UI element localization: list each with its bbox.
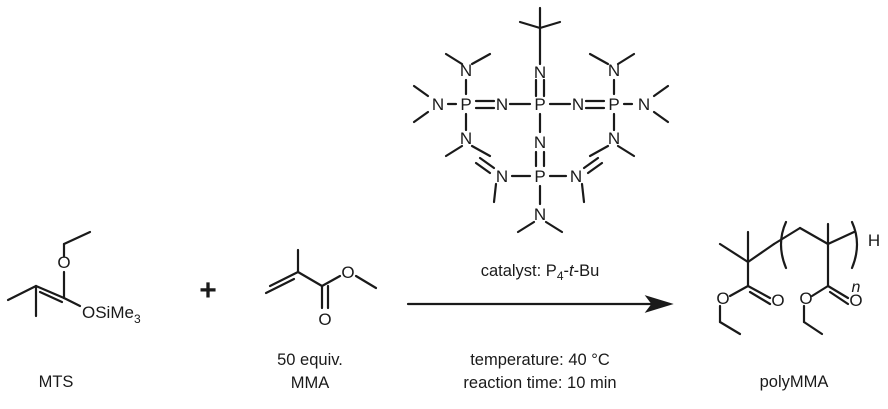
atom-n: N <box>534 205 546 224</box>
mma-label: MMA <box>291 374 330 392</box>
atom-n: N <box>570 167 582 186</box>
atom-o: O <box>318 310 331 329</box>
atom-p: P <box>534 167 545 186</box>
atom-p: P <box>608 95 619 114</box>
atom-o: O <box>57 253 70 272</box>
atom-p: P <box>534 95 545 114</box>
atom-n: N <box>460 129 472 148</box>
atom-h: H <box>868 231 880 250</box>
temperature-condition: temperature: 40 °C <box>470 351 610 369</box>
mma-equiv-label: 50 equiv. <box>277 351 343 369</box>
atom-o: O <box>716 289 729 308</box>
atom-n: N <box>608 61 620 80</box>
atom-n: N <box>496 95 508 114</box>
plus-sign: + <box>199 274 217 307</box>
atom-p: P <box>460 95 471 114</box>
osime3-group: OSiMe3 <box>82 303 141 326</box>
atom-o: O <box>849 291 862 310</box>
atom-n: N <box>638 95 650 114</box>
mts-label: MTS <box>39 373 74 391</box>
repeat-unit-n: n <box>852 279 861 296</box>
atom-n: N <box>572 95 584 114</box>
atom-n: N <box>432 95 444 114</box>
mts-structure: O OSiMe3 <box>6 230 141 326</box>
atom-n: N <box>496 167 508 186</box>
atom-o: O <box>799 289 812 308</box>
polymma-label: polyMMA <box>760 373 829 391</box>
atom-n: N <box>534 63 546 82</box>
reaction-arrow <box>406 295 674 313</box>
atom-o: O <box>771 291 784 310</box>
mma-structure: O O <box>264 248 378 329</box>
polymma-structure: O O O O H n <box>716 220 880 336</box>
atom-o: O <box>341 263 354 282</box>
reaction-time-condition: reaction time: 10 min <box>463 374 616 392</box>
catalyst-structure: N P N N N P N N N P N N N P N N N <box>412 6 670 234</box>
atom-n: N <box>460 61 472 80</box>
atom-n: N <box>608 129 620 148</box>
catalyst-label: catalyst: P4-t-Bu <box>481 262 600 283</box>
atom-n: N <box>534 133 546 152</box>
